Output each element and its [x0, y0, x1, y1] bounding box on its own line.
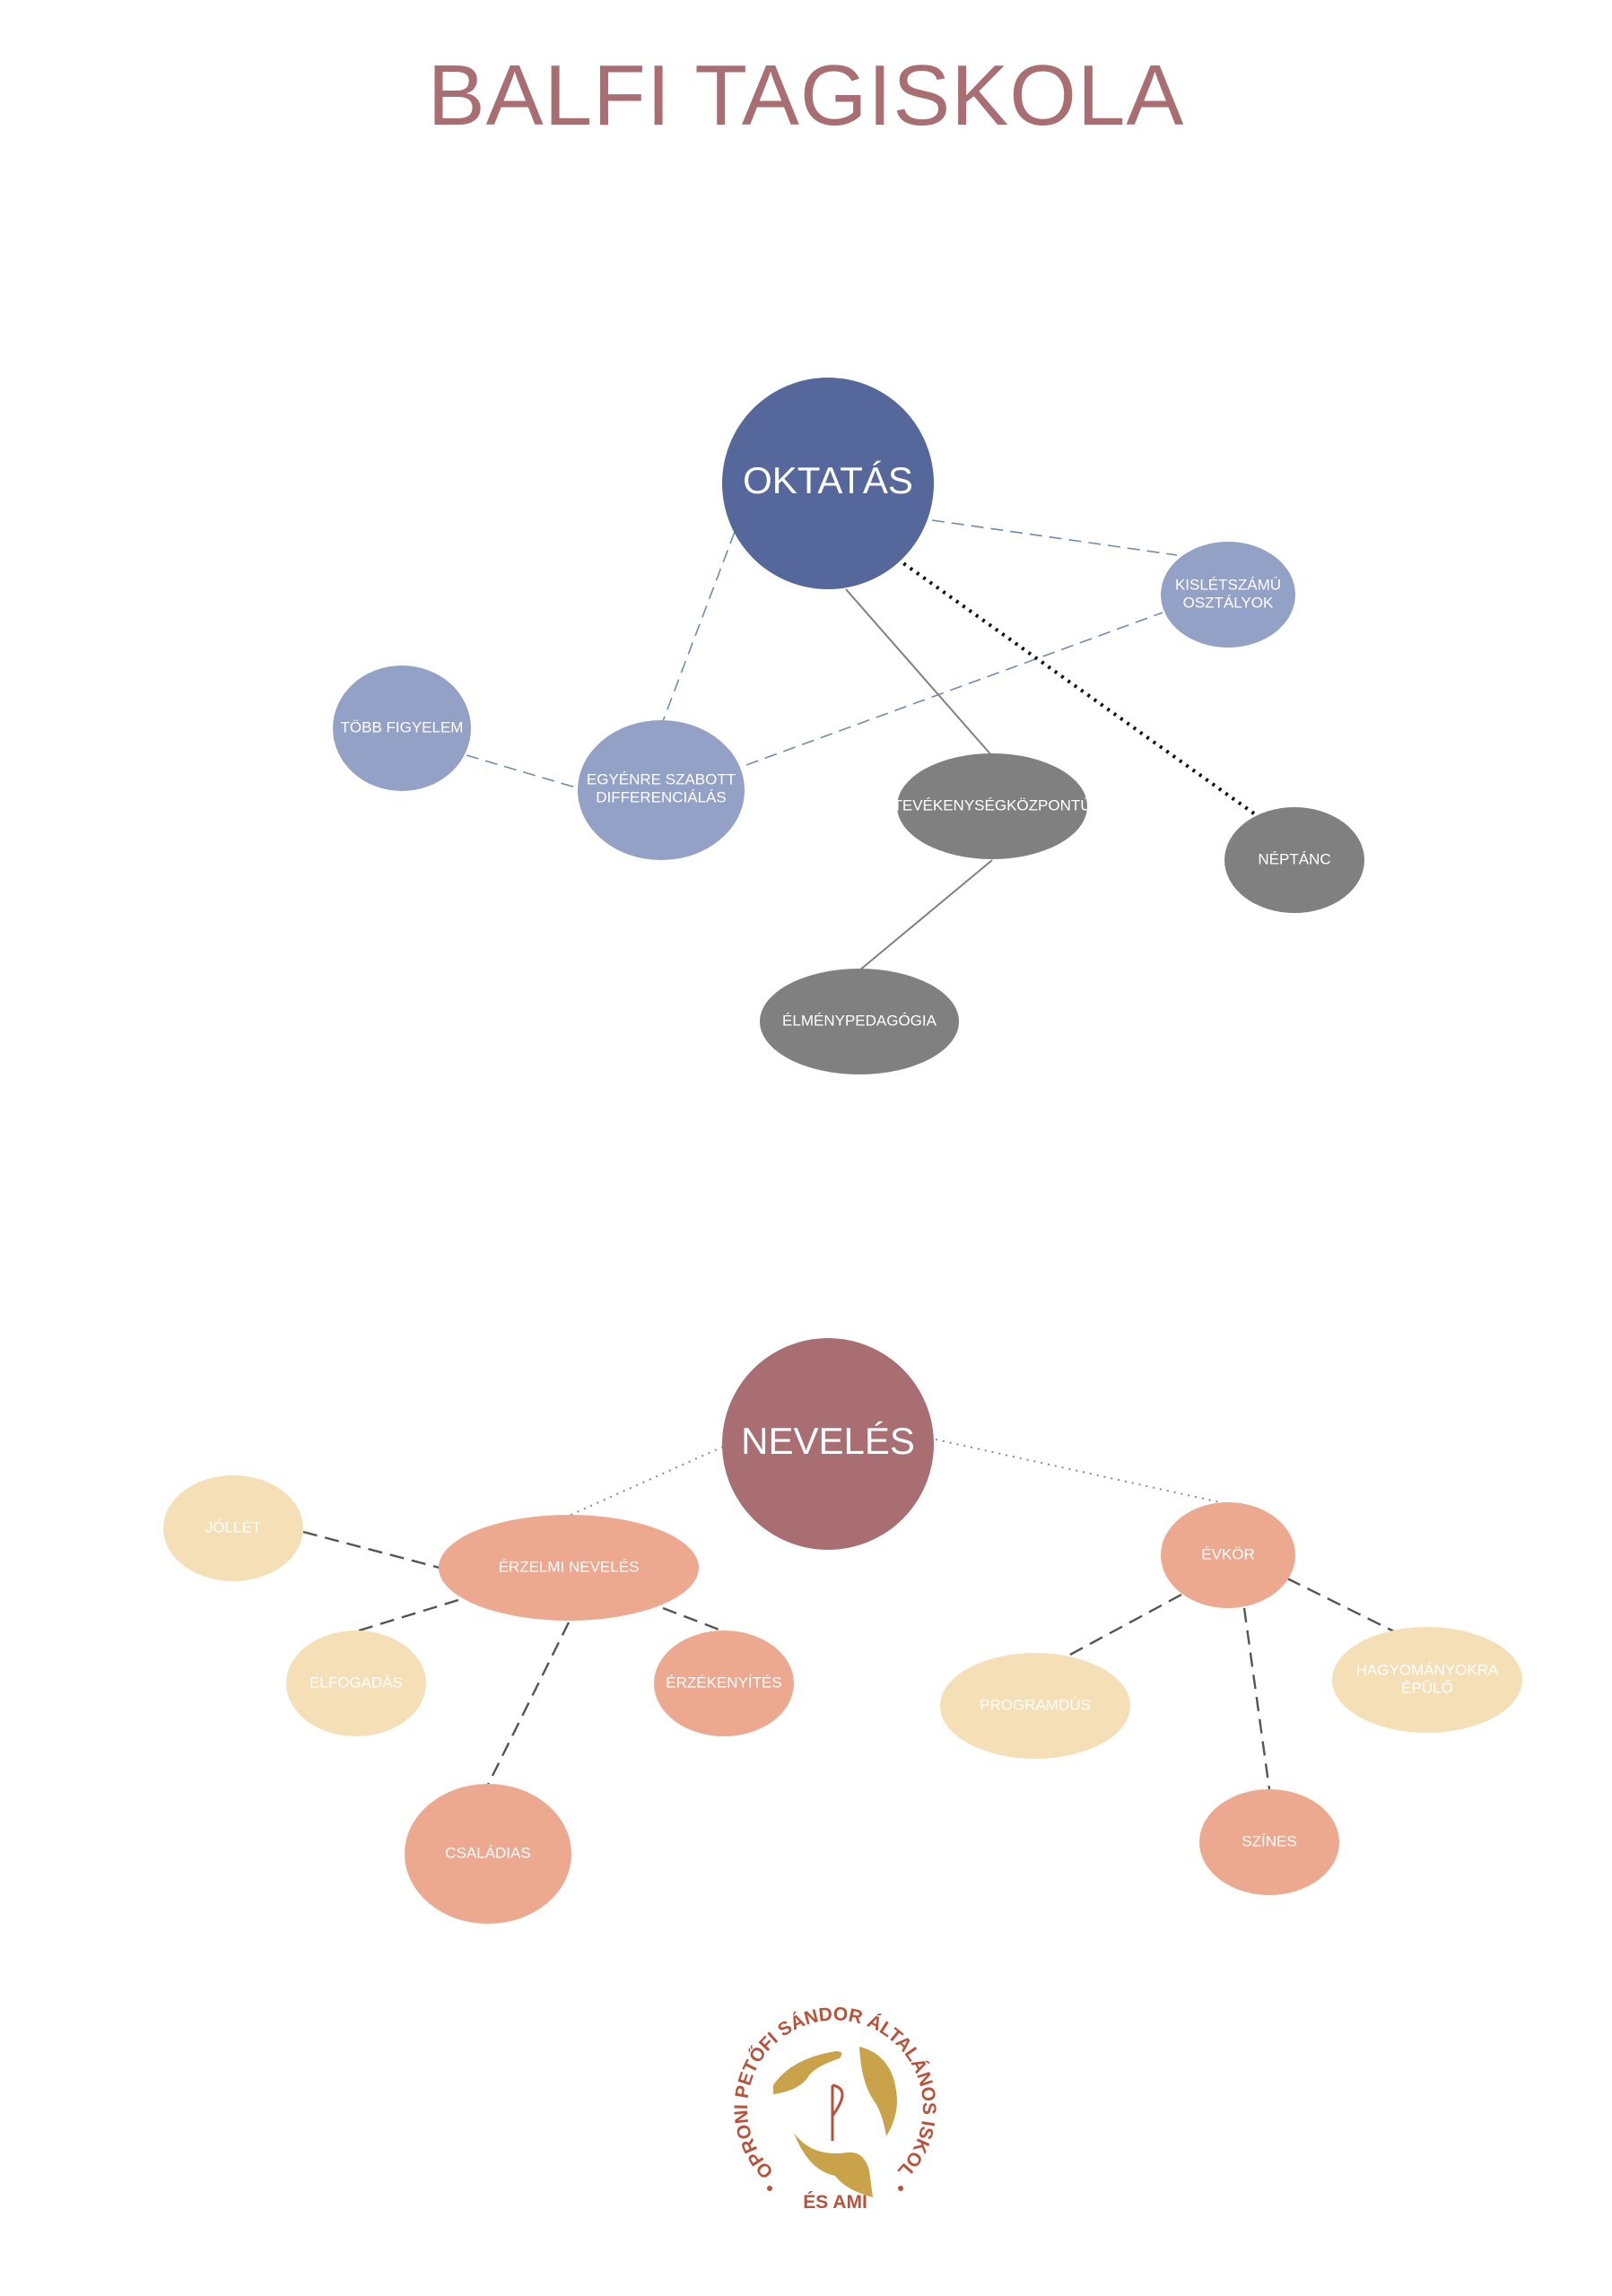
connector-erzelmi-csaladias	[486, 1622, 571, 1786]
node-label: HAGYOMÁNYOKRA	[1356, 1661, 1499, 1678]
connector-evkor-hagyomany	[1286, 1577, 1395, 1633]
connector-erzelmi-erzekenyites	[662, 1606, 725, 1633]
node-programdus: PROGRAMDÚS	[940, 1653, 1130, 1759]
node-label: ÉRZELMI NEVELÉS	[499, 1558, 640, 1575]
connector-egyenre-kisletszamu	[745, 612, 1163, 766]
node-elmenypedagogia: ÉLMÉNYPEDAGÓGIA	[760, 969, 959, 1074]
node-label: ÉRZÉKENYÍTÉS	[666, 1674, 781, 1691]
logo-dot	[898, 2186, 903, 2191]
connector-neveles-evkor	[935, 1439, 1229, 1505]
neveles-connectors	[302, 1439, 1395, 1790]
node-label: ÉPÜLŐ	[1401, 1679, 1453, 1696]
node-label: CSALÁDIAS	[445, 1844, 530, 1861]
node-oktatas: OKTATÁS	[722, 378, 934, 589]
node-szines: SZÍNES	[1199, 1789, 1339, 1895]
connector-evkor-szines	[1242, 1607, 1271, 1790]
logo-bottom-text: ÉS AMI	[803, 2192, 867, 2213]
hands-icon	[773, 2047, 897, 2197]
logo-dot	[767, 2186, 772, 2191]
node-label: OSZTÁLYOK	[1183, 594, 1274, 611]
node-erzekenyites: ÉRZÉKENYÍTÉS	[654, 1631, 794, 1736]
connector-oktatas-egyenre	[662, 531, 736, 722]
node-tevekenysegkozpontu: TEVÉKENYSÉGKÖZPONTÚ	[893, 753, 1092, 859]
connector-erzelmi-elfogadas	[355, 1598, 459, 1633]
oktatas-connectors	[466, 519, 1259, 971]
connector-oktatas-neptanc	[895, 557, 1259, 818]
node-label: SZÍNES	[1242, 1832, 1296, 1849]
connector-jollet-erzelmi	[302, 1530, 440, 1570]
node-label: TEVÉKENYSÉGKÖZPONTÚ	[893, 796, 1091, 813]
node-csaladias: CSALÁDIAS	[405, 1784, 571, 1924]
node-neveles: NEVELÉS	[722, 1338, 934, 1550]
node-egyenre-szabott: EGYÉNRE SZABOTT DIFFERENCIÁLÁS	[578, 720, 745, 860]
node-label: NEVELÉS	[741, 1420, 915, 1462]
node-hagyomanyokra-epulo: HAGYOMÁNYOKRA ÉPÜLŐ	[1332, 1627, 1522, 1733]
node-label: KISLÉTSZÁMÚ	[1175, 576, 1281, 593]
logo-monogram-icon	[831, 2083, 844, 2141]
node-tobb-figyelem: TÖBB FIGYELEM	[333, 665, 471, 791]
node-label: ÉLMÉNYPEDAGÓGIA	[782, 1012, 937, 1029]
node-label: OKTATÁS	[743, 459, 913, 501]
node-label: PROGRAMDÚS	[980, 1696, 1091, 1713]
connector-tobb-egyenre	[466, 754, 579, 789]
page-title: BALFI TAGISKOLA	[427, 48, 1185, 144]
node-evkor: ÉVKÖR	[1161, 1502, 1295, 1608]
connector-evkor-programdus	[1067, 1593, 1182, 1657]
node-kisletszamu: KISLÉTSZÁMÚ OSZTÁLYOK	[1161, 542, 1295, 648]
node-label: ÉVKÖR	[1201, 1545, 1255, 1562]
node-label: TÖBB FIGYELEM	[341, 718, 464, 735]
node-label: JÓLLÉT	[205, 1518, 261, 1535]
connector-oktatas-kisletszamu	[931, 519, 1178, 556]
node-jollet: JÓLLÉT	[163, 1475, 303, 1581]
node-elfogadas: ELFOGADÁS	[286, 1631, 426, 1736]
node-label: NÉPTÁNC	[1258, 850, 1330, 867]
connector-tevekenyseg-elmeny	[858, 859, 993, 971]
node-label: ELFOGADÁS	[309, 1674, 403, 1691]
node-neptanc: NÉPTÁNC	[1224, 807, 1364, 913]
connector-neveles-erzelmi	[568, 1446, 724, 1517]
node-erzelmi-neveles: ÉRZELMI NEVELÉS	[439, 1515, 699, 1621]
node-label: EGYÉNRE SZABOTT	[587, 770, 736, 787]
connector-oktatas-tevekenyseg	[845, 588, 993, 757]
node-label: DIFFERENCIÁLÁS	[596, 788, 726, 805]
